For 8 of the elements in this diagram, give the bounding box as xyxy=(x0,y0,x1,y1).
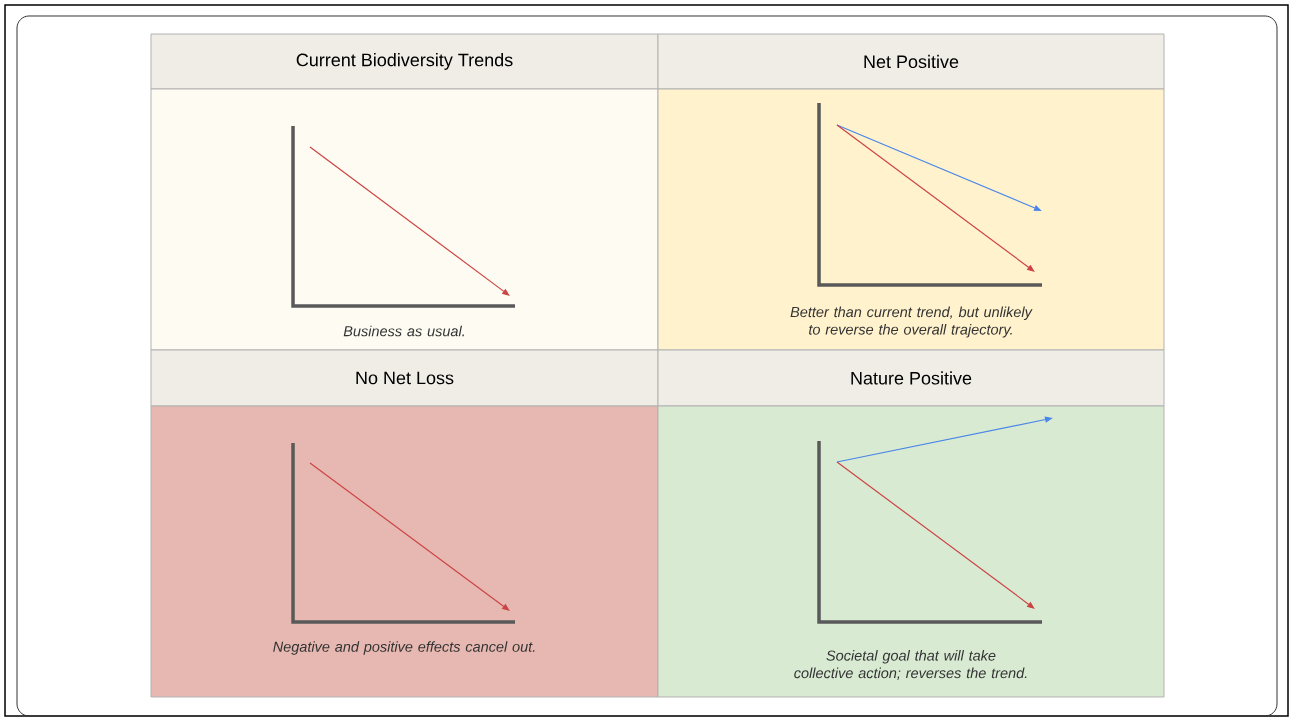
header-cell: Nature Positive xyxy=(657,349,1165,407)
table-cell: Business as usual. xyxy=(150,88,659,351)
table-cell: Negative and positive effects cancel out. xyxy=(150,405,659,698)
header-cell: Current Biodiversity Trends xyxy=(150,33,659,90)
table-cell: Societal goal that will take collective action; reverses the trend. xyxy=(657,405,1165,698)
table-cell: Better than current trend, but unlikely to reverse the overall trajectory. xyxy=(657,88,1165,351)
header-cell: No Net Loss xyxy=(150,349,659,407)
header-cell: Net Positive xyxy=(657,33,1165,90)
